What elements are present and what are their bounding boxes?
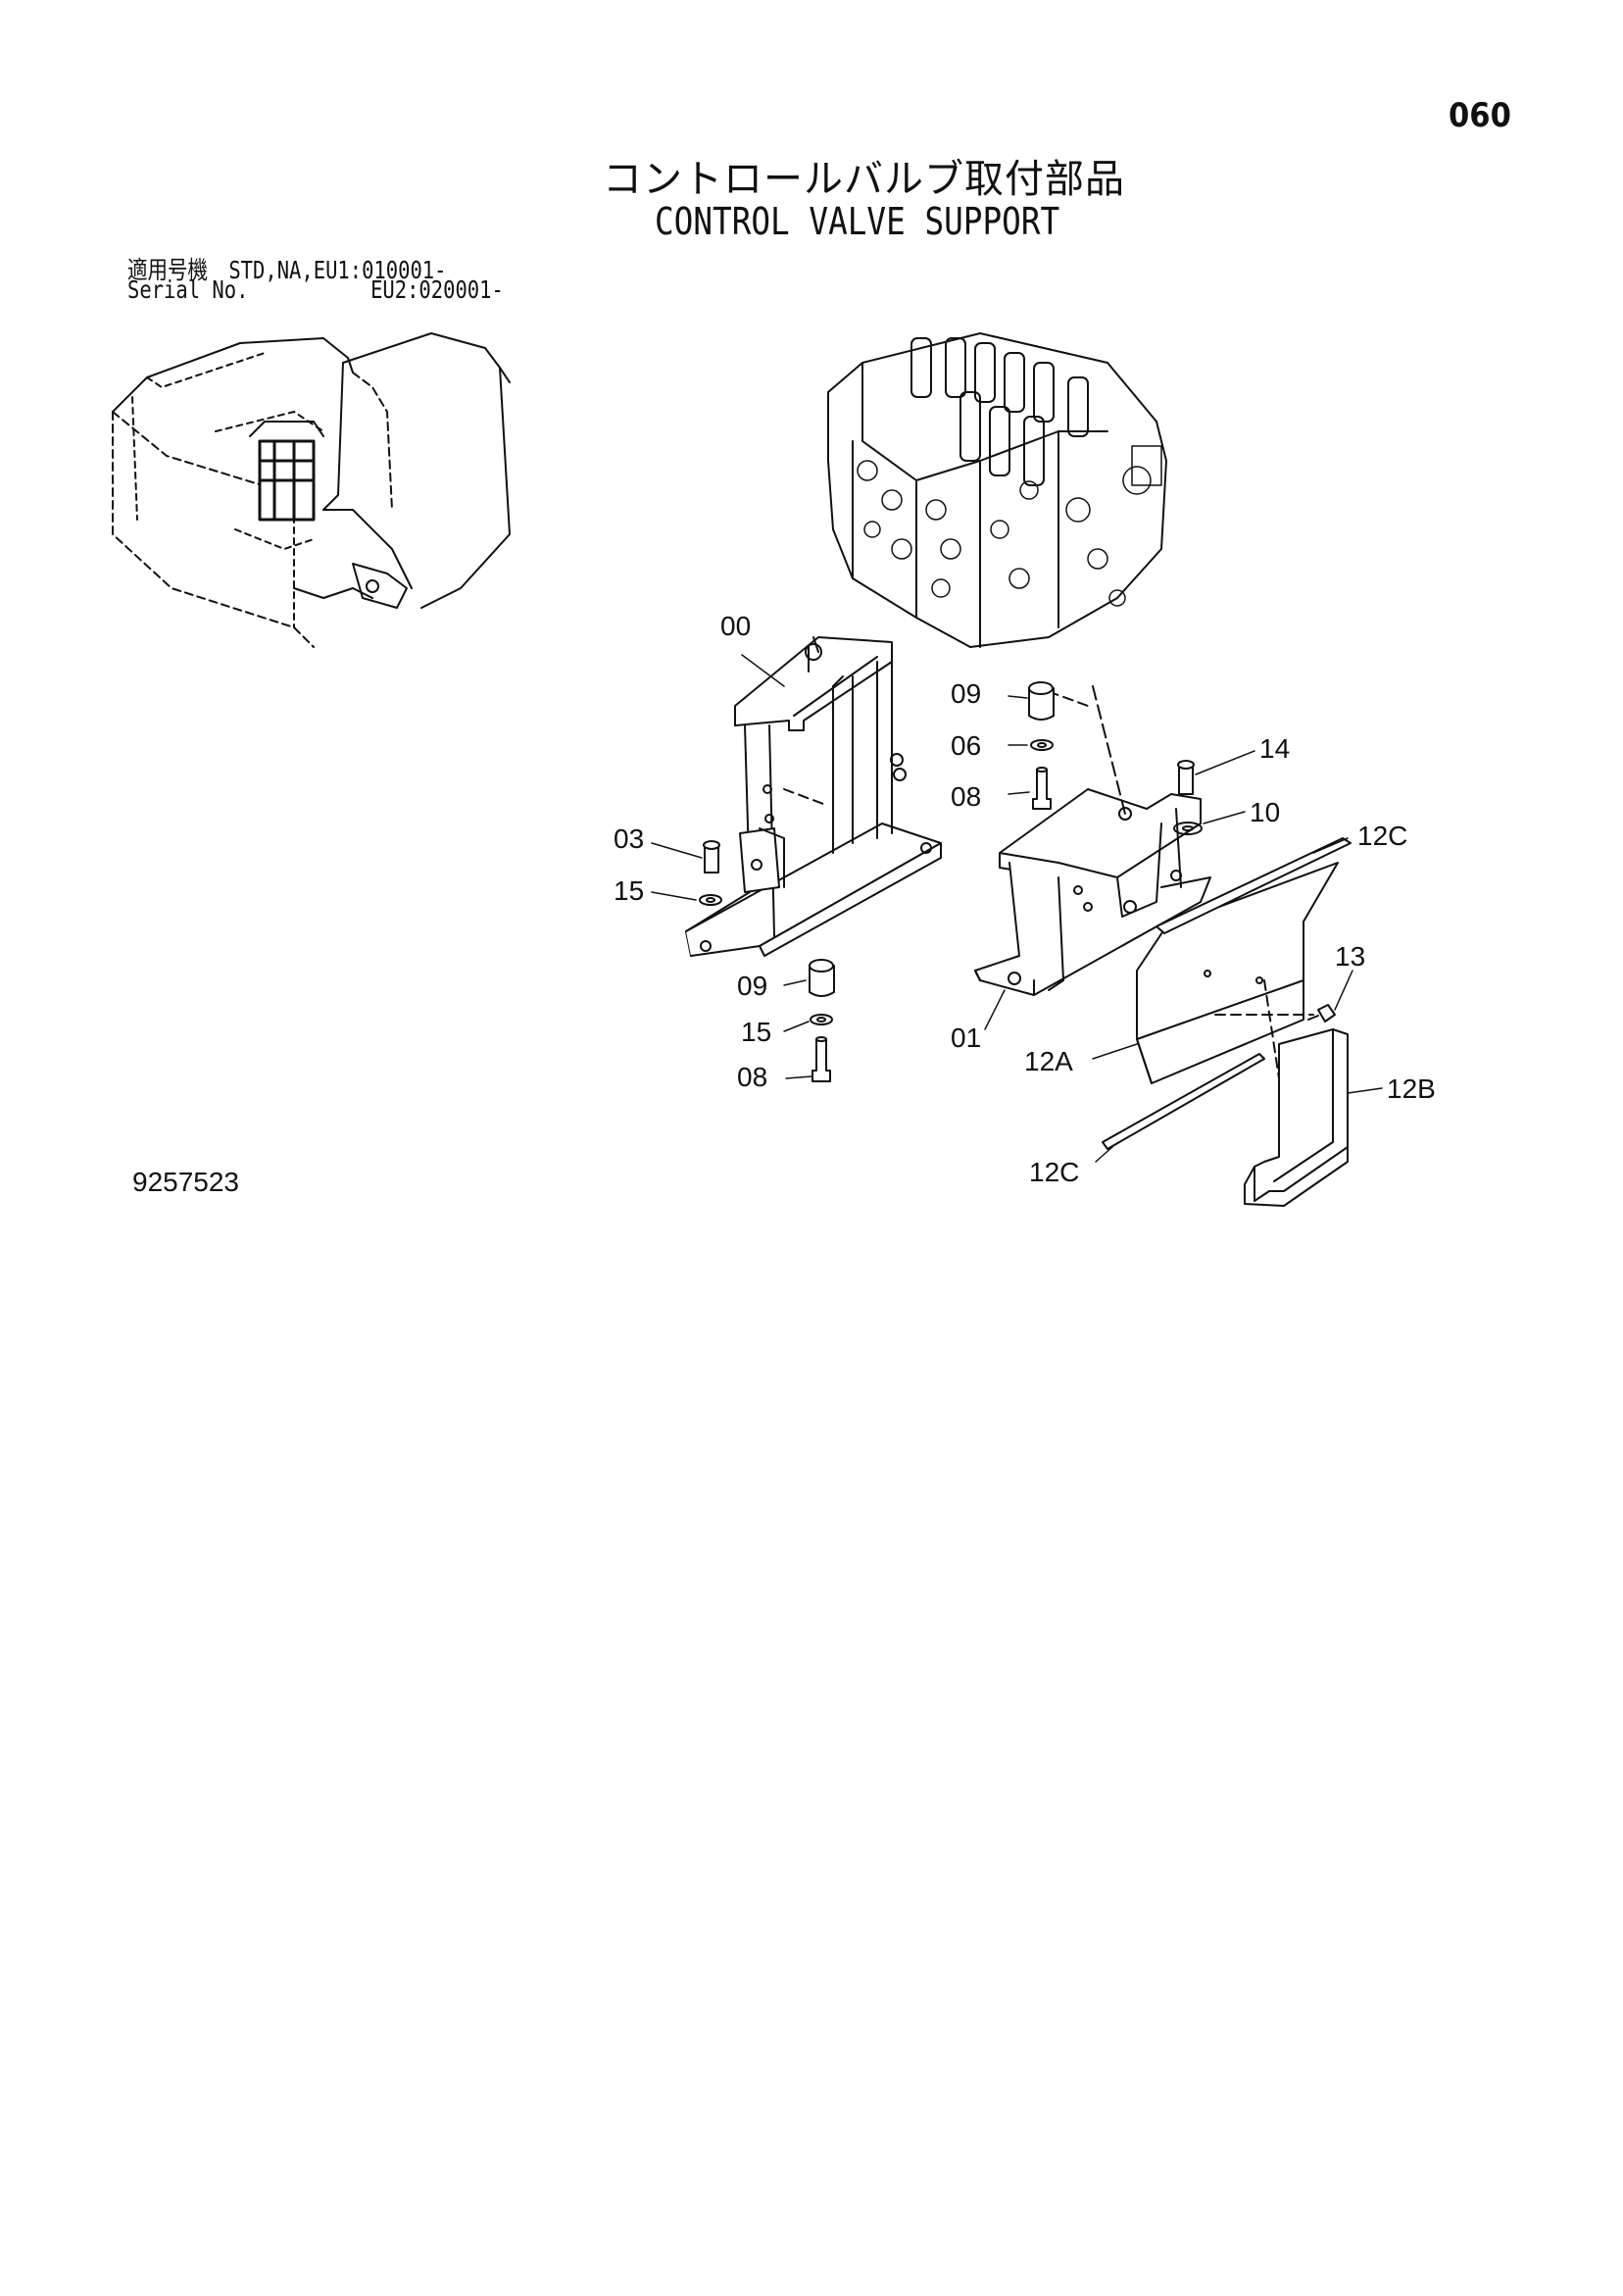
callout-12c-upper: 12C: [1357, 821, 1407, 851]
callout-14: 14: [1259, 733, 1290, 764]
machine-overview-illustration: [112, 332, 511, 648]
bracket-01-illustration: [974, 685, 1211, 996]
callout-13: 13: [1335, 941, 1365, 972]
drawing-number: 9257523: [132, 1167, 240, 1197]
title-japanese: コントロールバルブ取付部品: [603, 157, 1125, 202]
fasteners-illustration: [699, 681, 1336, 1082]
callout-00: 00: [720, 611, 751, 641]
leader-lines: [651, 654, 1383, 1163]
serial-line-2: Serial No. EU2:020001-: [127, 275, 504, 304]
callout-12c-lower: 12C: [1029, 1157, 1079, 1187]
callout-labels: 00 09 06 08 14 10 12C 03 15 13 09 15 01 …: [614, 611, 1436, 1187]
callout-03: 03: [614, 824, 644, 854]
callout-08-upper: 08: [951, 781, 981, 812]
callout-06: 06: [951, 730, 981, 761]
callout-10: 10: [1250, 797, 1280, 827]
cover-12-illustration: [1102, 837, 1352, 1207]
callout-15-left: 15: [614, 875, 644, 906]
serial-range-2: EU2:020001-: [370, 275, 504, 304]
serial-label-en: Serial No.: [127, 275, 249, 304]
serial-label-jp: 適用号機: [127, 256, 209, 284]
callout-09-upper: 09: [951, 678, 981, 709]
control-valve-illustration: [827, 332, 1167, 648]
page-number: 060: [1449, 96, 1511, 135]
callout-15-lower: 15: [741, 1017, 771, 1047]
bracket-00-illustration: [685, 636, 942, 957]
callout-12a: 12A: [1024, 1046, 1073, 1076]
serial-range-1: STD,NA,EU1:010001-: [228, 256, 447, 284]
callout-01: 01: [951, 1023, 981, 1053]
callout-08-lower: 08: [737, 1062, 767, 1092]
title-english: CONTROL VALVE SUPPORT: [655, 200, 1060, 243]
serial-line-1: 適用号機 STD,NA,EU1:010001-: [127, 251, 447, 286]
callout-12b: 12B: [1387, 1073, 1436, 1104]
callout-09-lower: 09: [737, 971, 767, 1001]
